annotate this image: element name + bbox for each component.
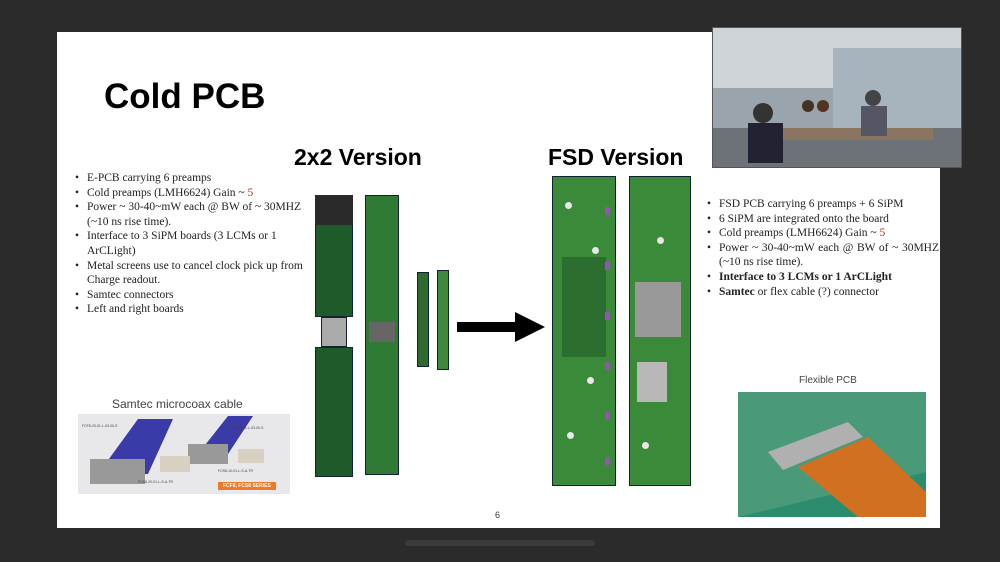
heading-2x2: 2x2 Version (294, 144, 422, 170)
samtec-caption: Samtec microcoax cable (112, 397, 243, 411)
flexible-pcb-photo (738, 392, 926, 517)
part-label: FCS8-20-01-L-S-A-TR (138, 480, 174, 484)
participant-video-thumbnail[interactable] (712, 27, 962, 168)
flex-caption: Flexible PCB (799, 375, 857, 386)
bullet: FSD PCB carrying 6 preamps + 6 SiPM (707, 197, 939, 212)
slide-title: Cold PCB (104, 77, 266, 116)
presentation-control-bar[interactable] (405, 540, 595, 546)
heading-fsd: FSD Version (548, 144, 684, 170)
part-label: FCF8-10-01-L-03.00-S (228, 426, 264, 430)
bullet: Power ~ 30-40~mW each @ BW of ~ 30MHZ (~… (707, 241, 939, 270)
bullet: Left and right boards (75, 302, 320, 317)
bullet: Metal screens use to cancel clock pick u… (75, 259, 320, 288)
bullet: Interface to 3 SiPM boards (3 LCMs or 1 … (75, 229, 320, 258)
bullet: 6 SiPM are integrated onto the board (707, 212, 939, 227)
bullet: Interface to 3 LCMs or 1 ArCLight (707, 270, 939, 285)
right-bullet-list: FSD PCB carrying 6 preamps + 6 SiPM 6 Si… (707, 197, 939, 299)
series-badge: FCF8, FCS8 SERIES (218, 482, 276, 490)
part-label: FCS8-10-01-L-S-A-TR (218, 469, 254, 473)
left-bullet-list: E-PCB carrying 6 preamps Cold preamps (L… (75, 171, 320, 317)
part-label: FCF8-20-01-L-03.00-S (82, 424, 118, 428)
bullet: Power ~ 30-40~mW each @ BW of ~ 30MHZ (~… (75, 200, 320, 229)
bullet: Cold preamps (LMH6624) Gain ~ 5 (75, 186, 320, 201)
arrow-right-icon (457, 312, 545, 342)
bullet: Samtec or flex cable (?) connector (707, 285, 939, 300)
bullet: Samtec connectors (75, 288, 320, 303)
bullet: Cold preamps (LMH6624) Gain ~ 5 (707, 226, 939, 241)
page-number: 6 (495, 510, 501, 520)
bullet: E-PCB carrying 6 preamps (75, 171, 320, 186)
samtec-cable-photo: FCF8-20-01-L-03.00-S FCF8-10-01-L-03.00-… (78, 414, 290, 494)
